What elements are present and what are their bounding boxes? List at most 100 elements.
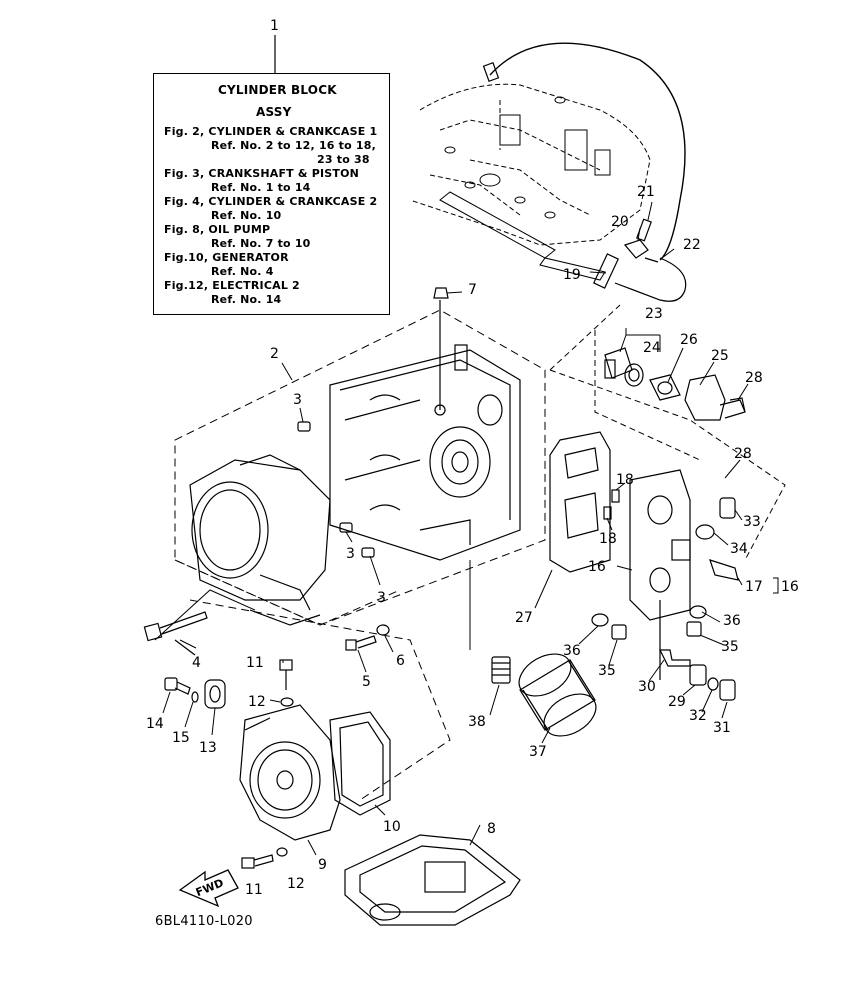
callout-23: 23	[645, 306, 663, 322]
callout-36: 36	[563, 643, 581, 659]
callout-3: 3	[293, 392, 302, 408]
callout-7: 7	[468, 282, 477, 298]
o-ring-32	[707, 677, 719, 691]
info-line: Fig. 8, OIL PUMP	[164, 223, 271, 236]
info-line: Fig. 2, CYLINDER & CRANKCASE 1	[164, 125, 378, 138]
info-line: 23 to 38	[317, 153, 370, 166]
callout-30: 30	[638, 679, 656, 695]
callout-1: 1	[270, 18, 279, 34]
info-line: Fig. 4, CYLINDER & CRANKCASE 2	[164, 195, 378, 208]
callout-27: 27	[515, 610, 533, 626]
gasket-10	[329, 711, 391, 816]
callout-35: 35	[598, 663, 616, 679]
dowel-pins-3	[297, 421, 375, 558]
callout-26: 26	[680, 332, 698, 348]
callout-28: 28	[745, 370, 763, 386]
fitting-17	[709, 559, 739, 581]
info-line: Ref. No. 1 to 14	[211, 181, 311, 194]
bolt-11-upper	[279, 659, 293, 690]
engine-context-detail	[439, 96, 611, 281]
callout-25: 25	[711, 348, 729, 364]
callout-22: 22	[683, 237, 701, 253]
hose-22	[489, 42, 686, 261]
fitting-38	[491, 656, 511, 684]
callout-31: 31	[713, 720, 731, 736]
cylinder-block	[329, 300, 521, 561]
callout-18: 18	[599, 531, 617, 547]
bolt-14	[164, 677, 191, 695]
callout-18: 18	[616, 472, 634, 488]
bolts-35	[611, 621, 702, 640]
spacer-29	[689, 664, 707, 686]
washer-12-upper	[280, 697, 294, 707]
callout-16: 16	[781, 579, 799, 595]
washer-12-lower	[276, 847, 288, 857]
callout-3: 3	[346, 546, 355, 562]
callout-37: 37	[529, 744, 547, 760]
callout-21: 21	[637, 184, 655, 200]
callout-19: 19	[563, 267, 581, 283]
callout-3: 3	[377, 590, 386, 606]
callout-33: 33	[743, 514, 761, 530]
thermostat-parts	[604, 347, 746, 421]
bolt-4	[143, 611, 208, 642]
callout-24: 24	[643, 340, 661, 356]
washer-36	[591, 605, 707, 627]
info-line: Ref. No. 2 to 12, 16 to 18,	[211, 139, 377, 152]
callout-34: 34	[730, 541, 748, 557]
assembly-boundary	[174, 309, 546, 626]
callout-labels: 1 2 3 3 3 4 5 6 7 8 9 10 11 11 12 12 13 …	[146, 18, 799, 899]
bolt-11-lower	[241, 854, 274, 869]
info-line: Fig.12, ELECTRICAL 2	[164, 279, 300, 292]
info-line: Ref. No. 7 to 10	[211, 237, 311, 250]
plug-7	[433, 287, 449, 299]
callout-15: 15	[172, 730, 190, 746]
callout-20: 20	[611, 214, 629, 230]
gasket-27	[549, 431, 611, 573]
washer-6	[376, 624, 390, 636]
cylinder-head-side	[189, 454, 331, 626]
callout-12: 12	[248, 694, 266, 710]
callout-11: 11	[245, 882, 263, 898]
callout-35: 35	[721, 639, 739, 655]
callout-13: 13	[199, 740, 217, 756]
callout-5: 5	[362, 674, 371, 690]
fwd-arrow-icon	[178, 869, 239, 908]
callout-10: 10	[383, 819, 401, 835]
reference-info-box: CYLINDER BLOCK ASSY Fig. 2, CYLINDER & C…	[153, 73, 390, 315]
callout-9: 9	[318, 857, 327, 873]
info-line: Ref. No. 4	[211, 265, 274, 278]
callout-2: 2	[270, 346, 279, 362]
pins-18	[603, 489, 620, 520]
cover-16	[629, 469, 691, 680]
oil-filter-37	[518, 653, 597, 737]
callout-6: 6	[396, 653, 405, 669]
plug-33	[719, 497, 736, 519]
plate-13	[204, 679, 226, 709]
info-line: Ref. No. 14	[211, 293, 282, 306]
diagram-code: 6BL4110-L020	[155, 914, 253, 929]
info-subtitle: ASSY	[256, 105, 292, 119]
callout-38: 38	[468, 714, 486, 730]
callout-11: 11	[246, 655, 264, 671]
bolt-30	[659, 649, 691, 667]
washer-15	[191, 691, 199, 703]
callout-12: 12	[287, 876, 305, 892]
plug-31	[719, 679, 736, 701]
bolt-5	[345, 635, 377, 651]
callout-16: 16	[588, 559, 606, 575]
gasket-8	[344, 834, 521, 926]
callout-4: 4	[192, 655, 201, 671]
leader-lines	[162, 201, 749, 856]
info-line: Ref. No. 10	[211, 209, 282, 222]
callout-8: 8	[487, 821, 496, 837]
callout-28: 28	[734, 446, 752, 462]
housing-9	[239, 704, 341, 841]
o-ring-34	[695, 524, 715, 540]
callout-36: 36	[723, 613, 741, 629]
info-line: Fig. 3, CRANKSHAFT & PISTON	[164, 167, 360, 180]
callout-32: 32	[689, 708, 707, 724]
info-title: CYLINDER BLOCK	[218, 83, 337, 97]
callout-17: 17	[745, 579, 763, 595]
